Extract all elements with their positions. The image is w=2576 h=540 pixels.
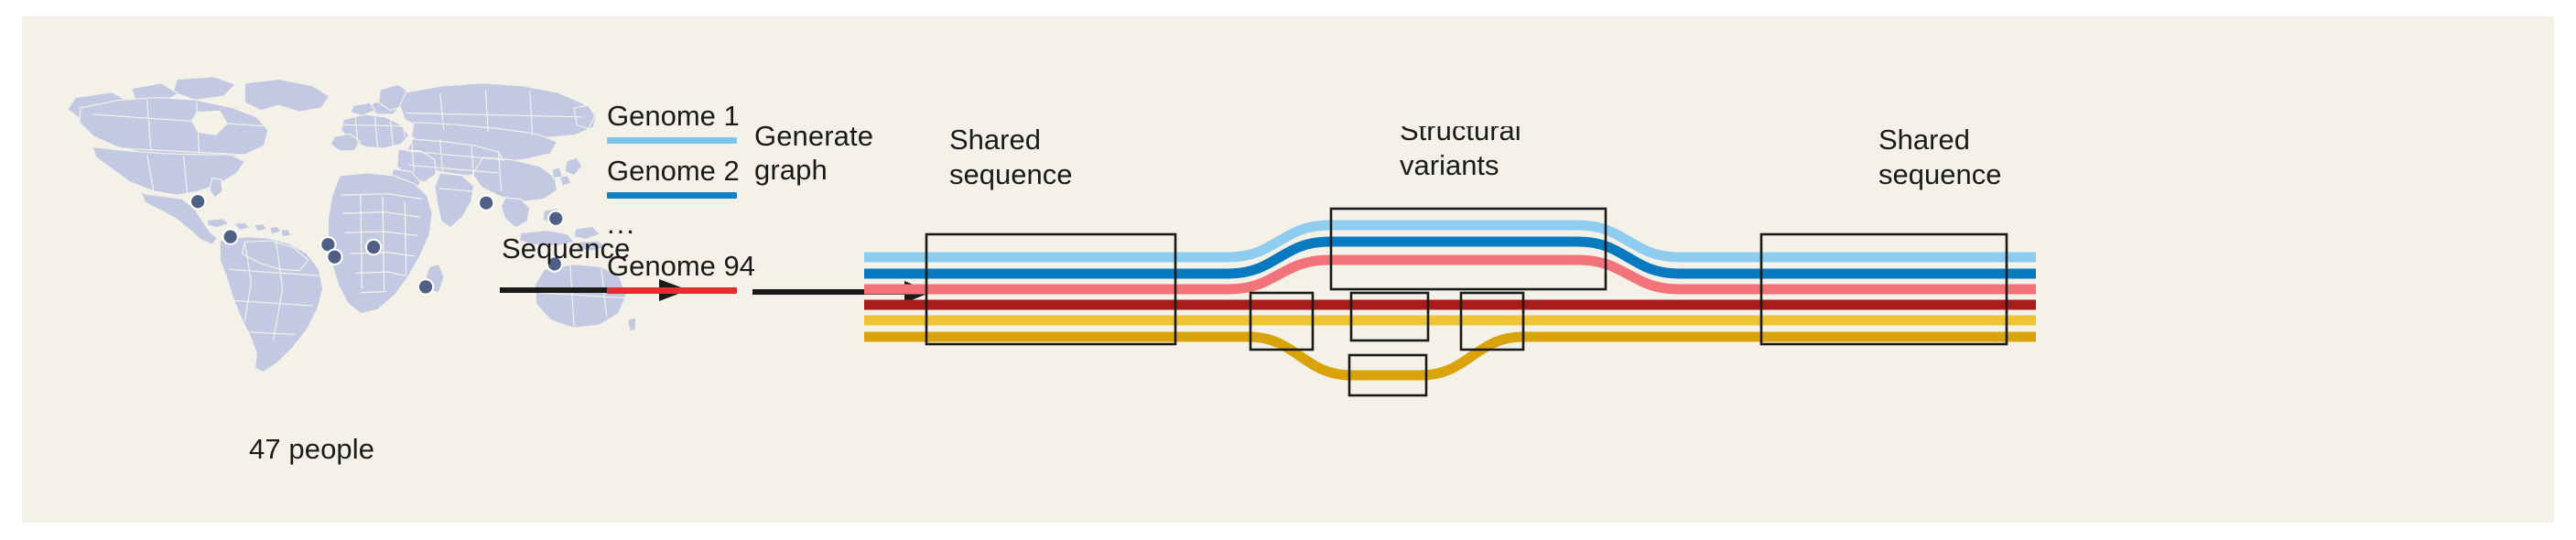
- map-markers: [189, 193, 565, 296]
- sequence-step-label: Sequence: [502, 232, 631, 265]
- node-boxes: [925, 207, 2008, 397]
- haplotype-path-dark-gold: [864, 331, 2036, 381]
- marker-east-asia[interactable]: [549, 211, 563, 225]
- marker-west-africa-3[interactable]: [367, 240, 381, 254]
- generate-line-1: Generate: [754, 120, 874, 152]
- genome-2-bar: [607, 192, 737, 199]
- generate-line-2: graph: [754, 154, 828, 186]
- node-box-shared-right[interactable]: [1759, 232, 2008, 346]
- shared-right-label-1: Shared: [1878, 126, 1970, 156]
- marker-east-africa[interactable]: [418, 280, 433, 294]
- node-box-sv-a[interactable]: [1249, 291, 1315, 351]
- people-caption: 47 people: [249, 433, 375, 465]
- shared-left-label-2: sequence: [949, 158, 1072, 190]
- world-map-svg: [67, 76, 635, 373]
- marker-north-america[interactable]: [191, 195, 205, 209]
- marker-caribbean[interactable]: [223, 230, 237, 243]
- genome-list: Genome 1 Genome 2 ... Genome 94: [607, 101, 854, 306]
- country-borders: [341, 193, 422, 294]
- haplotype-path-light-blue: [864, 220, 2036, 263]
- marker-southeast-asia[interactable]: [547, 257, 561, 271]
- world-map: [49, 35, 635, 419]
- genome-94-bar: [607, 287, 737, 294]
- shared-right-label-2: sequence: [1878, 158, 2001, 190]
- node-box-sv-top[interactable]: [1329, 207, 1607, 291]
- haplotype-path-blue: [864, 236, 2036, 279]
- eurasia-borders: [343, 89, 584, 192]
- figure-panel: 47 people Sequence Genome 1 Genome 2 ...…: [22, 16, 2554, 523]
- shared-left-label-1: Shared: [949, 126, 1041, 156]
- haplotype-path-salmon: [864, 254, 2036, 295]
- marker-west-africa-2[interactable]: [328, 250, 341, 264]
- genome-2-label: Genome 2: [607, 155, 740, 187]
- node-box-sv-deletion[interactable]: [1348, 353, 1428, 397]
- variants-label-1: Structural: [1400, 126, 1521, 146]
- samerica-borders: [229, 240, 319, 341]
- node-box-shared-left[interactable]: [925, 232, 1177, 346]
- node-box-sv-b[interactable]: [1349, 291, 1430, 342]
- marker-west-africa-1[interactable]: [321, 238, 335, 252]
- genome-94-label: Genome 94: [607, 250, 755, 282]
- genome-ellipsis: ...: [607, 208, 636, 240]
- marker-central-asia[interactable]: [480, 196, 493, 210]
- variants-label-2: variants: [1400, 149, 1499, 181]
- pangenome-graph: Shared sequence Structural variants Shar…: [864, 126, 2036, 397]
- namerica-borders: [92, 100, 265, 200]
- node-box-sv-c[interactable]: [1459, 291, 1525, 351]
- genome-1-bar: [607, 137, 737, 144]
- genome-1-label: Genome 1: [607, 100, 740, 132]
